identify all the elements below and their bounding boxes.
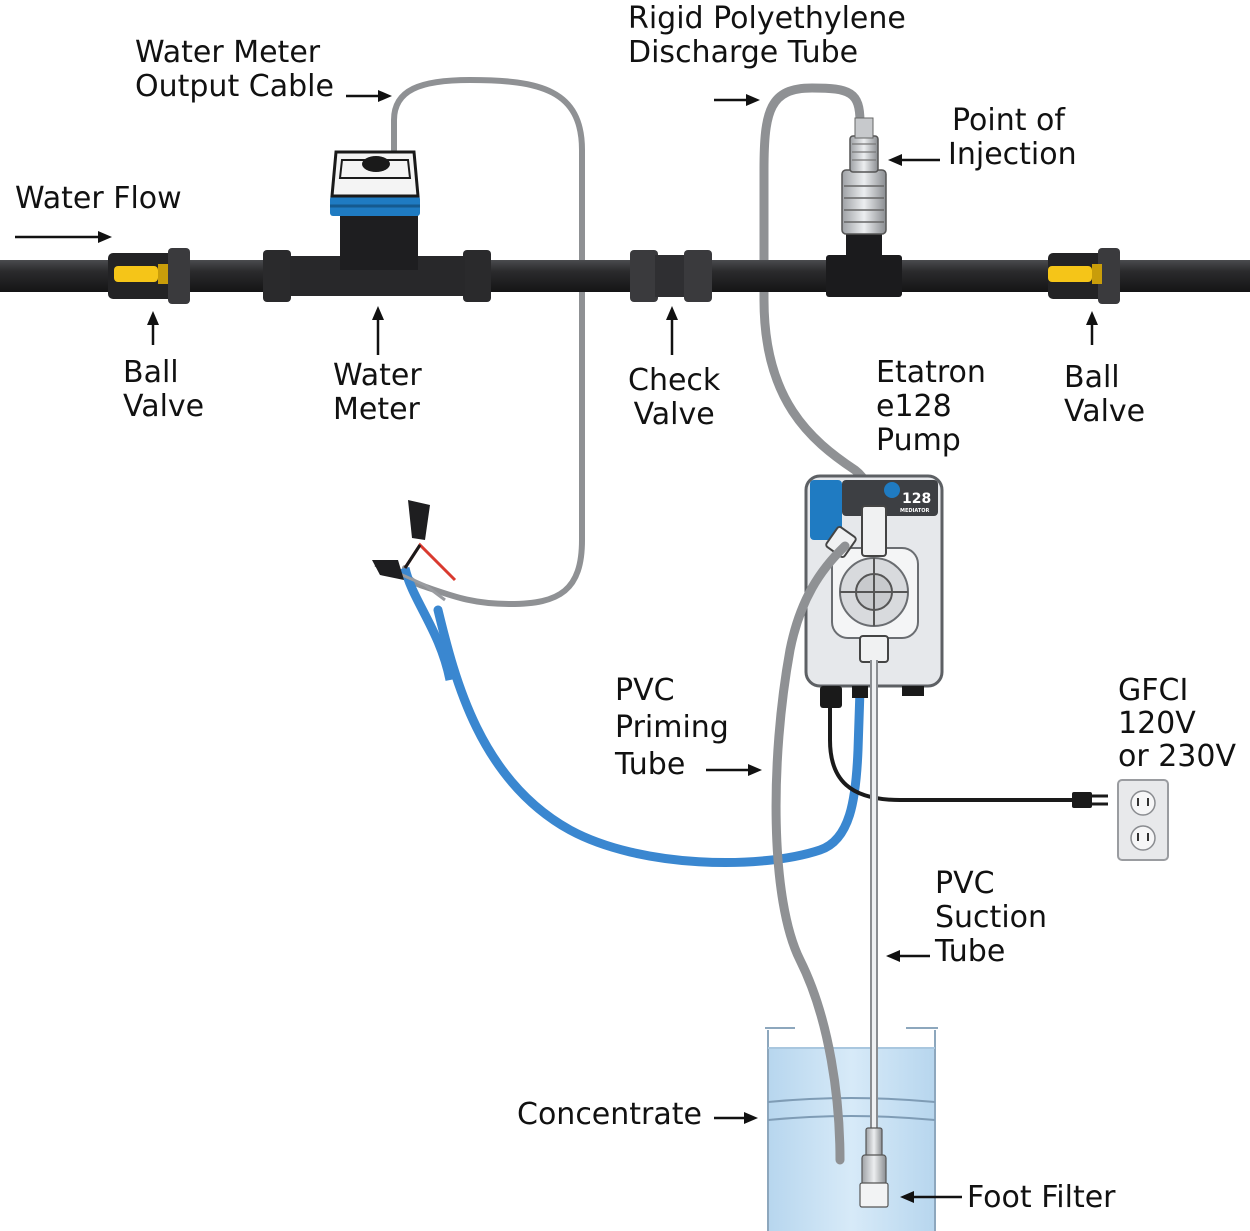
label-line: PVC <box>935 866 995 901</box>
label-water-flow: Water Flow <box>15 181 182 216</box>
label-line: Tube <box>615 747 686 782</box>
pump-brand-text: MEDIATOR <box>900 508 930 514</box>
label-water-meter: Water Meter <box>333 359 422 427</box>
check-valve <box>630 250 712 302</box>
pointer-arrows <box>15 90 1098 1203</box>
power-cord <box>828 705 1075 802</box>
injection-fitting <box>826 117 902 297</box>
label-priming-tube: PVC Priming Tube <box>615 672 729 783</box>
label-line: e128 <box>876 389 952 424</box>
label-meter-output-cable: Water Meter Output Cable <box>135 36 334 104</box>
label-line: Pump <box>876 423 961 458</box>
foot-filter <box>859 1127 889 1208</box>
label-line: Etatron <box>876 355 986 390</box>
pump-model-text: 128 <box>902 491 931 507</box>
label-line: Priming <box>615 710 729 745</box>
water-meter <box>290 150 465 296</box>
label-line: Tube <box>935 934 1006 969</box>
ball-valve-left <box>108 248 190 304</box>
label-line: GFCI <box>1118 673 1189 708</box>
label-gfci: GFCI 120V or 230V <box>1118 674 1236 773</box>
label-line: PVC <box>615 673 675 708</box>
label-line: or 230V <box>1118 739 1237 774</box>
label-line: Discharge Tube <box>628 35 859 70</box>
label-line: Water <box>333 358 422 393</box>
discharge-tube <box>759 83 877 515</box>
label-check-valve: Check Valve <box>628 364 720 432</box>
label-point-of-injection: Point of Injection <box>948 104 1077 172</box>
label-line: Point of <box>952 103 1065 138</box>
label-foot-filter: Foot Filter <box>967 1180 1116 1215</box>
label-line: Suction <box>935 900 1048 935</box>
label-concentrate: Concentrate <box>517 1097 702 1132</box>
label-line: Ball <box>123 355 179 390</box>
label-discharge-tube: Rigid Polyethylene Discharge Tube <box>628 2 906 70</box>
label-line: 120V <box>1118 706 1196 741</box>
label-line: Check <box>628 363 721 398</box>
meter-wire-ends <box>372 500 457 681</box>
label-line: Valve <box>123 389 205 424</box>
label-line: Water Meter <box>135 35 321 70</box>
suction-tube <box>870 660 878 1130</box>
power-plug <box>1072 792 1108 808</box>
label-line: Injection <box>948 137 1077 172</box>
signal-cable <box>433 605 865 868</box>
label-line: Valve <box>633 397 715 432</box>
label-pump: Etatron e128 Pump <box>876 356 986 458</box>
label-ball-valve-left: Ball Valve <box>123 356 204 424</box>
label-line: Ball <box>1064 360 1120 395</box>
label-line: Meter <box>333 392 420 427</box>
label-line: Output Cable <box>135 69 334 104</box>
label-line: Valve <box>1064 394 1146 429</box>
priming-tube <box>771 541 850 1165</box>
main-pipe <box>0 250 1250 302</box>
meter-output-cable <box>391 76 585 608</box>
ball-valve-right <box>1048 248 1120 304</box>
label-line: Rigid Polyethylene <box>628 1 906 36</box>
label-suction-tube: PVC Suction Tube <box>935 867 1047 969</box>
concentrate-tank <box>765 1027 938 1231</box>
gfci-outlet <box>1117 779 1169 861</box>
label-ball-valve-right: Ball Valve <box>1064 361 1145 429</box>
